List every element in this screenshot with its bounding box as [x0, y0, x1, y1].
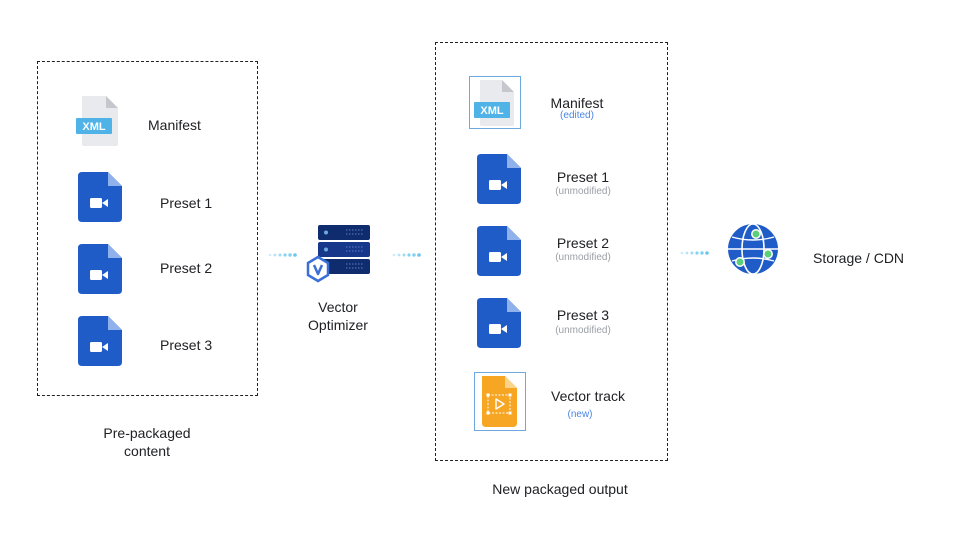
input-preset-2-label: Preset 2: [160, 260, 213, 276]
output-preset-1-label: Preset 1: [556, 169, 610, 185]
output-preset-2-status: (unmodified): [555, 252, 611, 263]
output-manifest-label: Manifest: [550, 95, 604, 111]
optimizer-label-line2: Optimizer: [308, 317, 368, 333]
vector-track-status: (new): [567, 409, 593, 420]
video-file-icon: [477, 154, 521, 204]
output-preset-1-status: (unmodified): [555, 186, 611, 197]
pre-packaged-content-box: [37, 61, 258, 396]
video-file-icon: [477, 226, 521, 276]
xml-badge-text: XML: [82, 121, 106, 133]
connector-dots: [680, 250, 712, 256]
optimizer-label-line1: Vector: [318, 299, 358, 315]
server-stack-icon: [304, 224, 372, 284]
input-manifest-label: Manifest: [148, 117, 201, 133]
video-file-icon: [477, 298, 521, 348]
xml-badge-text: XML: [480, 105, 504, 117]
new-packaged-output-box: [435, 42, 668, 461]
output-group-caption: New packaged output: [492, 481, 628, 497]
input-preset-1-label: Preset 1: [160, 195, 213, 211]
video-file-icon: [78, 316, 122, 366]
storage-cdn-label: Storage / CDN: [813, 250, 905, 266]
xml-file-icon: XML: [469, 76, 521, 129]
input-group-caption-line1: Pre-packaged: [103, 425, 191, 441]
output-preset-2-label: Preset 2: [556, 235, 610, 251]
connector-dots: [392, 252, 424, 258]
globe-network-icon: [725, 221, 781, 277]
video-file-icon: [78, 244, 122, 294]
output-preset-3-label: Preset 3: [556, 307, 610, 323]
input-preset-3-label: Preset 3: [160, 337, 213, 353]
input-group-caption-line2: content: [124, 443, 170, 459]
output-preset-3-status: (unmodified): [555, 325, 611, 336]
vector-track-label: Vector track: [551, 388, 625, 404]
xml-file-icon: XML: [76, 94, 120, 148]
video-file-icon: [78, 172, 122, 222]
output-manifest-status: (edited): [560, 110, 594, 121]
connector-dots: [268, 252, 300, 258]
vector-track-file-icon: [474, 372, 526, 431]
